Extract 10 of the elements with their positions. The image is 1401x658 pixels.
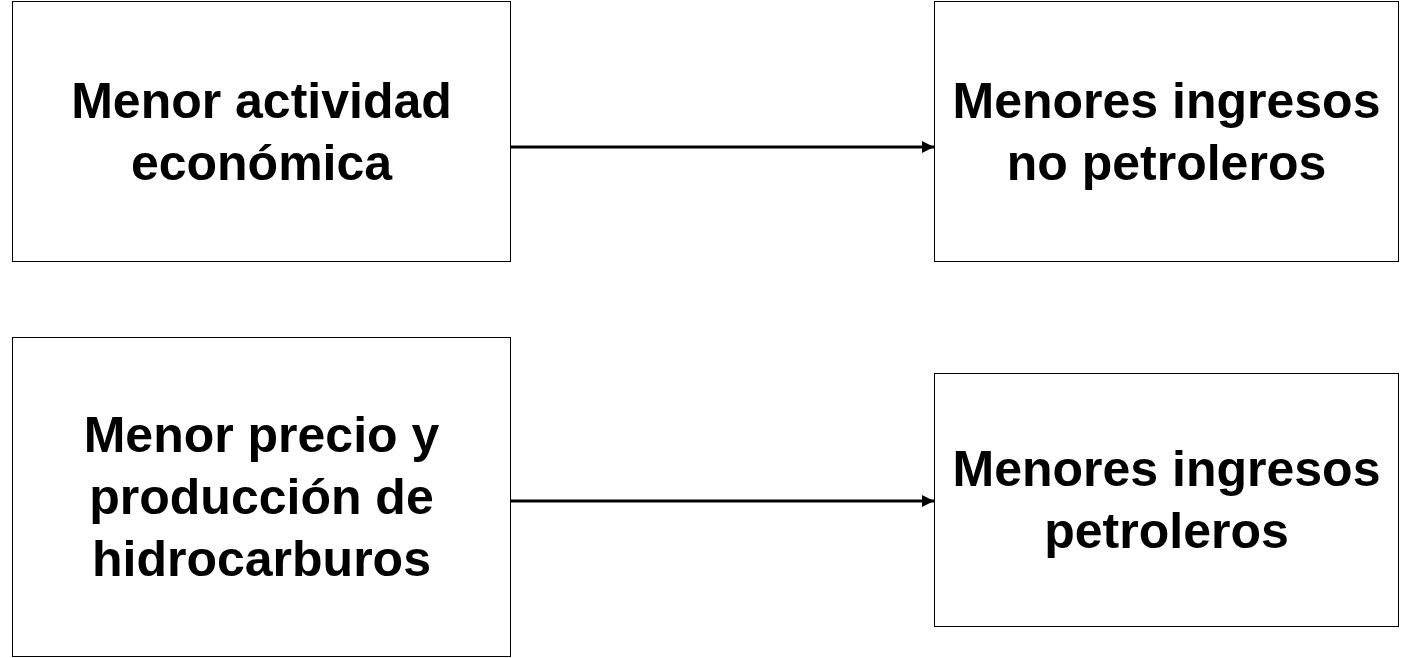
box-label: Menor precio y producción de hidrocarburos bbox=[82, 406, 441, 589]
box-label: Menores ingresos no petroleros bbox=[951, 71, 1382, 193]
arrow bbox=[511, 495, 934, 507]
box-label: Menores ingresos petroleros bbox=[951, 440, 1382, 561]
text-box bbox=[934, 373, 1399, 627]
text-box bbox=[12, 337, 511, 657]
text-box bbox=[12, 1, 511, 262]
arrow bbox=[511, 141, 934, 153]
box-label: Menor actividad económica bbox=[70, 71, 453, 193]
text-box bbox=[934, 1, 1399, 262]
